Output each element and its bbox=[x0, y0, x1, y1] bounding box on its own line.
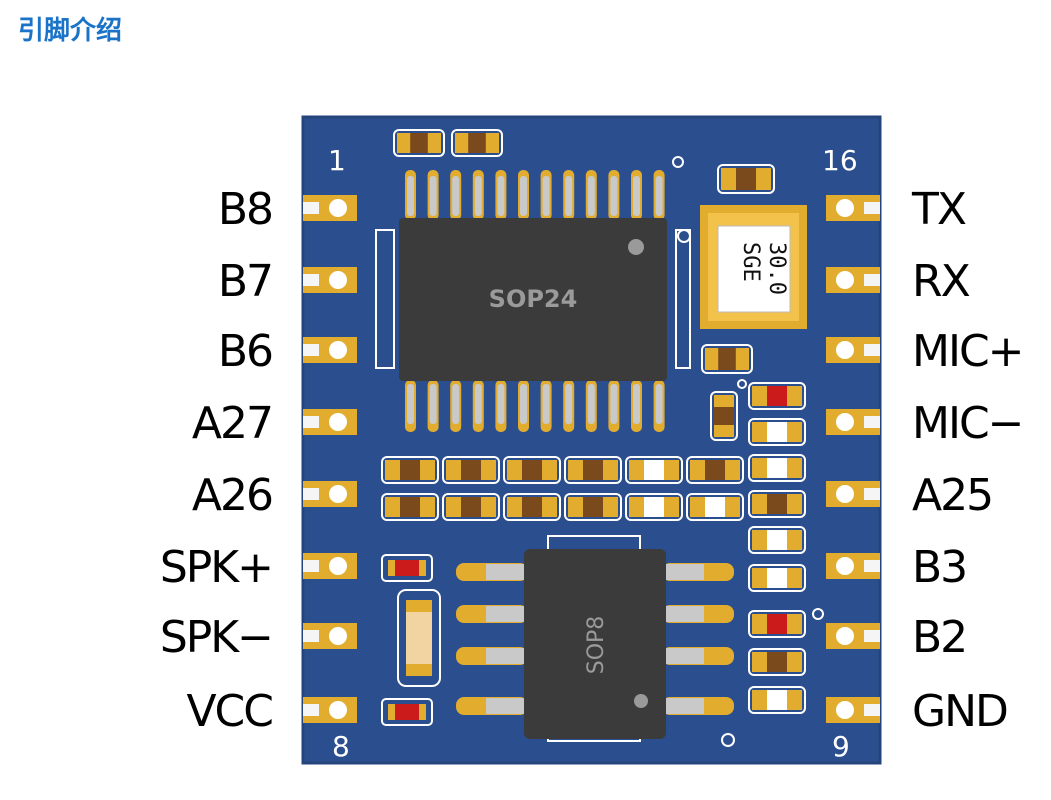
smd-resistor bbox=[686, 493, 744, 521]
led-top bbox=[381, 554, 433, 582]
right-pin-label-11: B3 bbox=[912, 542, 966, 593]
left-pin-label-1: B8 bbox=[218, 184, 272, 235]
smd-resistor bbox=[710, 391, 738, 441]
left-pin-pad-4 bbox=[303, 409, 357, 435]
left-pin-pad-2 bbox=[303, 267, 357, 293]
smd-resistor bbox=[381, 493, 439, 521]
left-pin-pad-1 bbox=[303, 195, 357, 221]
right-pin-label-9: GND bbox=[912, 686, 1007, 737]
smd-resistor bbox=[748, 564, 806, 592]
smd-resistor bbox=[748, 454, 806, 482]
sop8-chip bbox=[524, 549, 666, 739]
sop8-legs bbox=[456, 563, 734, 715]
right-pin-pad-11 bbox=[826, 553, 880, 579]
left-pin-label-6: SPK+ bbox=[160, 542, 272, 593]
left-pin-label-4: A27 bbox=[192, 398, 272, 449]
smd-resistor bbox=[748, 526, 806, 554]
left-pin-pad-7 bbox=[303, 623, 357, 649]
page-title: 引脚介绍 bbox=[18, 16, 123, 46]
capacitor bbox=[397, 589, 441, 687]
left-header bbox=[303, 195, 357, 723]
smd-resistor bbox=[701, 344, 753, 374]
left-pin-pad-3 bbox=[303, 337, 357, 363]
left-pin-pad-5 bbox=[303, 481, 357, 507]
right-pin-label-16: TX bbox=[911, 184, 966, 235]
smd-resistor bbox=[748, 490, 806, 518]
smd-resistor bbox=[503, 493, 561, 521]
smd-resistor bbox=[503, 456, 561, 484]
sop24-chip bbox=[399, 218, 667, 381]
sop24-label: SOP24 bbox=[489, 285, 578, 313]
crystal bbox=[717, 225, 791, 313]
corner-number-1: 1 bbox=[328, 144, 346, 177]
corner-number-8: 8 bbox=[332, 730, 350, 763]
left-pin-label-7: SPK− bbox=[160, 612, 272, 663]
smd-resistor bbox=[748, 418, 806, 446]
right-pin-pad-12 bbox=[826, 481, 880, 507]
smd-resistor bbox=[564, 456, 622, 484]
smd-resistor bbox=[748, 610, 806, 638]
right-pin-pad-15 bbox=[826, 267, 880, 293]
smd-components bbox=[381, 129, 806, 714]
sop24-legs bbox=[405, 170, 665, 432]
left-pin-label-3: B6 bbox=[218, 326, 272, 377]
smd-resistor bbox=[442, 456, 500, 484]
sop8-label: SOP8 bbox=[584, 616, 609, 675]
right-pin-pad-13 bbox=[826, 409, 880, 435]
smd-resistor bbox=[748, 382, 806, 410]
smd-resistor bbox=[393, 129, 445, 157]
smd-resistor bbox=[381, 456, 439, 484]
smd-resistor bbox=[686, 456, 744, 484]
smd-resistor bbox=[717, 164, 775, 194]
corner-number-16: 16 bbox=[822, 144, 858, 177]
right-pin-pad-9 bbox=[826, 697, 880, 723]
smd-resistor bbox=[442, 493, 500, 521]
corner-number-9: 9 bbox=[832, 730, 850, 763]
smd-resistor bbox=[625, 456, 683, 484]
right-pin-pad-14 bbox=[826, 337, 880, 363]
right-pin-pad-16 bbox=[826, 195, 880, 221]
crystal-label-1: 30.0 bbox=[764, 242, 789, 295]
left-pin-label-2: B7 bbox=[218, 256, 272, 307]
right-pin-label-13: MIC− bbox=[912, 398, 1023, 449]
right-pin-label-14: MIC+ bbox=[912, 326, 1023, 377]
smd-resistor bbox=[625, 493, 683, 521]
crystal-label-2: SGE bbox=[738, 242, 763, 282]
smd-resistor bbox=[451, 129, 503, 157]
smd-resistor bbox=[748, 686, 806, 714]
right-pin-label-10: B2 bbox=[912, 612, 966, 663]
left-pin-pad-8 bbox=[303, 697, 357, 723]
left-pin-pad-6 bbox=[303, 553, 357, 579]
smd-resistor bbox=[748, 648, 806, 676]
led-bottom bbox=[381, 698, 433, 726]
right-pin-label-12: A25 bbox=[912, 470, 992, 521]
smd-resistor bbox=[564, 493, 622, 521]
right-pin-pad-10 bbox=[826, 623, 880, 649]
left-pin-label-5: A26 bbox=[192, 470, 272, 521]
right-pin-label-15: RX bbox=[912, 256, 970, 307]
left-pin-label-8: VCC bbox=[186, 686, 272, 737]
right-header bbox=[826, 195, 880, 723]
